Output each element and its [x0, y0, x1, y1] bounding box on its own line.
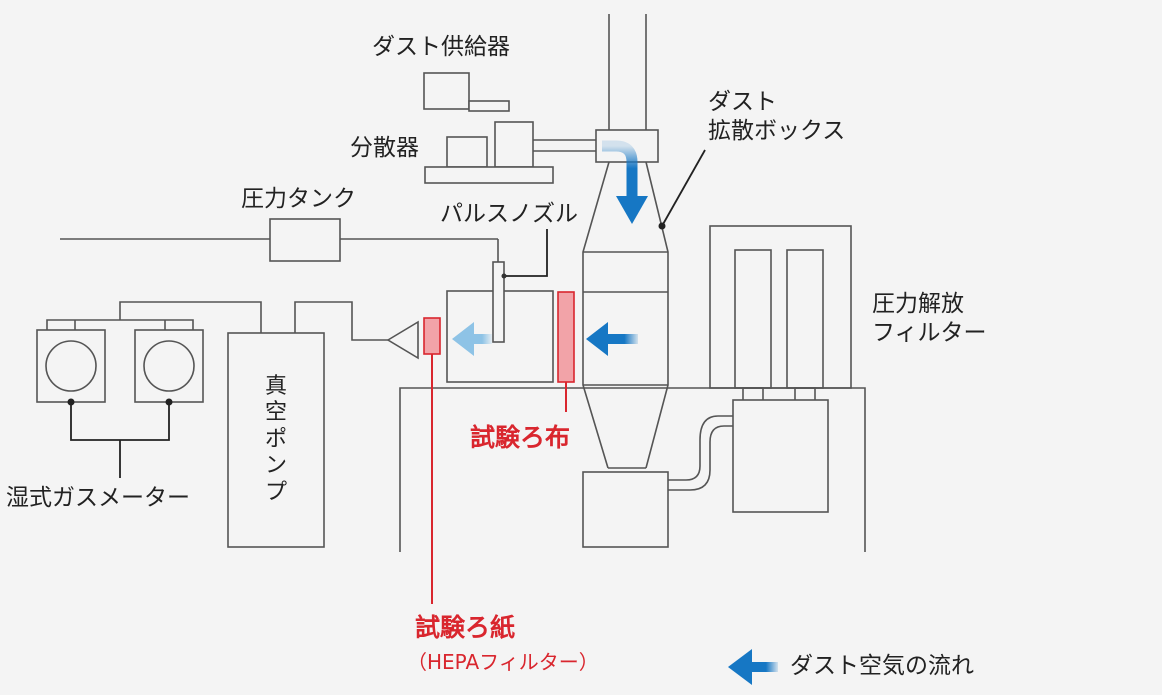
- label-wet-gas-meter: 湿式ガスメーター: [6, 485, 190, 511]
- downflow-arrow-icon: [602, 140, 648, 224]
- vertical-duct: [608, 14, 647, 130]
- label-dust-diffusion-box: ダスト 拡散ボックス: [708, 89, 846, 144]
- label-dust-feeder: ダスト供給器: [372, 34, 510, 60]
- label-vacuum-pump: 真空ポンプ: [264, 374, 287, 505]
- pressure-release-filter: [709, 225, 852, 513]
- airflow-arrow-light-icon: [452, 322, 492, 356]
- hose: [668, 415, 733, 491]
- legend-airflow-label: ダスト空気の流れ: [790, 653, 974, 679]
- diffusion-box-leader: [658, 149, 706, 230]
- base-frame: [399, 387, 866, 552]
- label-test-filter-cloth: 試験ろ布: [470, 423, 571, 452]
- label-test-filter-paper: 試験ろ紙: [415, 613, 516, 642]
- pressure-tank: [60, 218, 499, 262]
- test-filter-paper: [423, 317, 441, 604]
- label-pressure-release-filter: 圧力解放 フィルター: [872, 291, 987, 346]
- suction-pipes: [119, 301, 419, 360]
- dust-feeder: [423, 72, 510, 112]
- test-filter-cloth: [557, 291, 575, 412]
- label-pulse-nozzle: パルスノズル: [440, 201, 578, 227]
- disperser: [424, 121, 596, 184]
- label-pressure-tank: 圧力タンク: [241, 186, 356, 212]
- airflow-arrow-chamber-icon: [586, 322, 638, 356]
- label-disperser: 分散器: [350, 135, 419, 161]
- vacuum-pump: [227, 332, 325, 548]
- main-vessel: [582, 161, 669, 548]
- label-test-filter-paper-sub: （HEPAフィルター）: [407, 650, 599, 674]
- legend-arrow-icon: [728, 649, 778, 685]
- wet-gas-meters: [36, 319, 204, 478]
